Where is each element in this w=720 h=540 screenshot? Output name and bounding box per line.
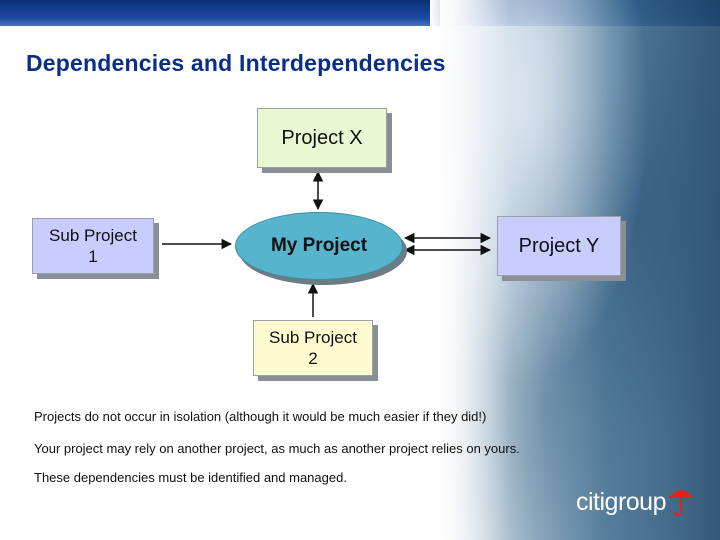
project-x-box: Project X: [257, 108, 387, 168]
note-text: Projects do not occur in isolation (alth…: [34, 409, 487, 424]
sub-project-1-box: Sub Project 1: [32, 218, 154, 274]
sub-project-2-box: Sub Project 2: [253, 320, 373, 376]
my-project-node: My Project: [235, 212, 403, 280]
note-text: Your project may rely on another project…: [34, 441, 520, 456]
umbrella-icon: [669, 490, 693, 516]
sub-project-1-label: Sub Project 1: [49, 226, 137, 266]
sub-project-2-label: Sub Project 2: [269, 328, 357, 368]
background-fade: [430, 0, 510, 540]
note-text: These dependencies must be identified an…: [34, 470, 347, 485]
page-title: Dependencies and Interdependencies: [26, 50, 446, 76]
project-y-box: Project Y: [497, 216, 621, 276]
citigroup-logo: citigroup: [576, 488, 667, 516]
